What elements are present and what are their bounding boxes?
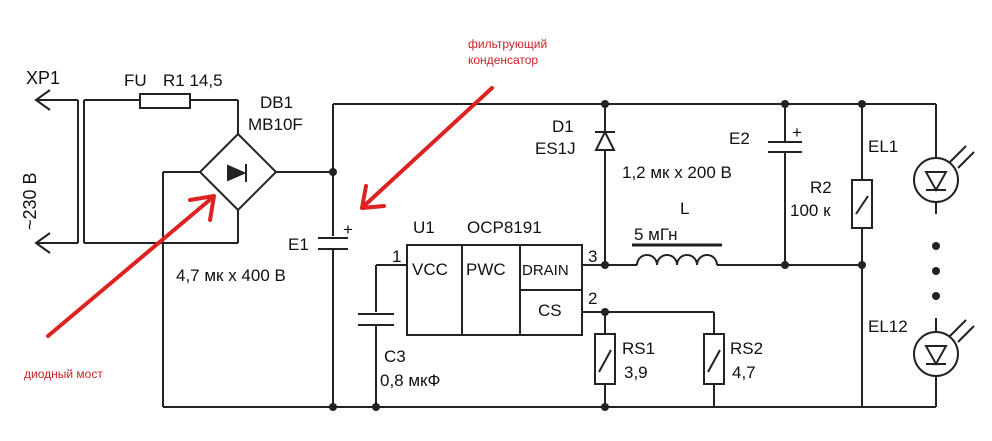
resistor-rs2 [703, 333, 725, 385]
led-el12 [913, 319, 975, 377]
r1-label: R1 14,5 [163, 71, 223, 90]
led-chain-dot-2 [932, 267, 940, 275]
pin-cs: CS [538, 301, 562, 320]
connector-xp1 [34, 89, 85, 254]
u1-part-label: OCP8191 [467, 218, 542, 237]
ac-voltage-label: ~230 В [20, 172, 40, 230]
c3-value: 0,8 мкФ [380, 371, 440, 390]
e1-value: 4,7 мк х 400 В [176, 266, 286, 285]
diode-bridge-arrow [46, 194, 216, 338]
fuse-fu [139, 93, 191, 109]
fu-label: FU [124, 71, 147, 90]
rs2-value: 4,7 [732, 363, 756, 382]
pin-3-number: 3 [588, 247, 597, 266]
capacitor-c3 [358, 313, 394, 407]
diode-bridge-db1 [198, 132, 278, 212]
capacitor-e1 [318, 237, 348, 407]
resistor-r2 [851, 179, 873, 229]
diode-d1 [594, 104, 616, 265]
resistor-rs1 [594, 333, 616, 385]
el1-label: EL1 [868, 137, 898, 156]
capacitor-e2 [768, 104, 802, 265]
rs1-label: RS1 [622, 339, 655, 358]
u1-label: U1 [413, 218, 435, 237]
led-chain-dot-3 [932, 292, 940, 300]
l-label: L [680, 199, 689, 218]
ic-u1 [406, 244, 583, 336]
pin-2-number: 2 [588, 289, 597, 308]
pin-1-number: 1 [392, 247, 401, 266]
rs1-value: 3,9 [624, 363, 648, 382]
c3-label: C3 [384, 347, 406, 366]
e2-label: E2 [729, 129, 750, 148]
e2-value: 1,2 мк х 200 В [622, 163, 732, 182]
d1-label: D1 [552, 117, 574, 136]
rs2-label: RS2 [730, 339, 763, 358]
l-value: 5 мГн [634, 225, 678, 244]
diode-bridge-annotation: диодный мост [24, 367, 103, 381]
inductor-l [632, 243, 862, 266]
e1-label: E1 [288, 235, 309, 254]
e1-plus: + [343, 220, 353, 239]
el12-label: EL12 [868, 317, 908, 336]
led-chain-dot-1 [932, 242, 940, 250]
d1-part-label: ES1J [535, 139, 576, 158]
e2-plus: + [792, 123, 802, 142]
db1-label: DB1 [260, 93, 293, 112]
pin-vcc: VCC [412, 260, 448, 279]
pin-drain: DRAIN [522, 262, 569, 279]
led-el1 [913, 145, 975, 203]
pin-pwc: PWC [466, 260, 506, 279]
r2-label: R2 [810, 178, 832, 197]
r2-value: 100 к [790, 201, 831, 220]
filter-cap-annotation-line1: фильтрующий [468, 37, 547, 51]
filter-cap-annotation-line2: конденсатор [468, 53, 538, 67]
db1-part-label: MB10F [248, 115, 303, 134]
filter-cap-arrow [360, 86, 494, 210]
xp1-label: XP1 [26, 68, 60, 88]
